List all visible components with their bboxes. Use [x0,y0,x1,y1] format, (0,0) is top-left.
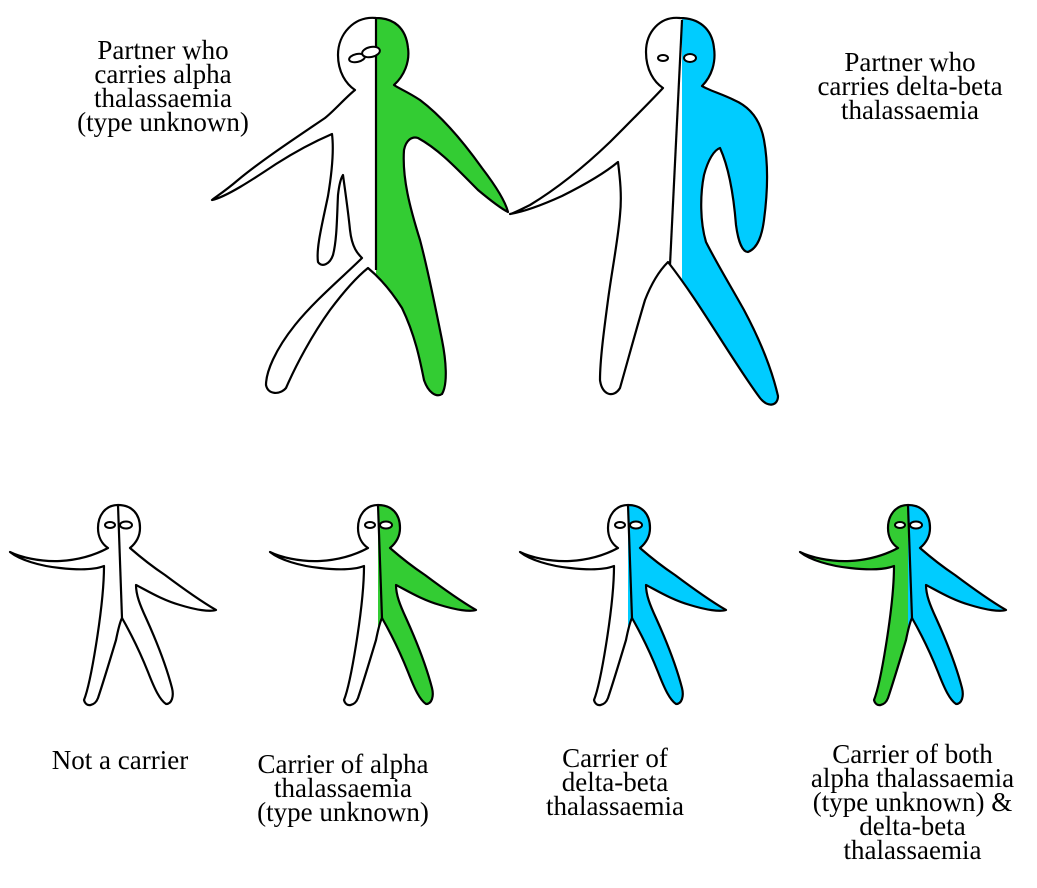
eye-icon [615,522,625,528]
eye-icon [658,55,668,61]
parent-delta-beta-figure [500,0,782,420]
child-figure-2 [260,490,498,720]
eye-icon [910,522,922,529]
eye-icon [120,522,132,529]
eye-icon [630,522,642,529]
child-figure-4 [790,490,1028,720]
eye-icon [365,522,375,528]
child-3-label: Carrier of delta-beta thalassaemia [505,746,725,818]
child-4-label: Carrier of both alpha thalassaemia (type… [790,742,1035,862]
child-1-label: Not a carrier [20,748,220,772]
eye-icon [105,522,115,528]
eye-icon [684,54,696,62]
parent-delta-beta-label: Partner who carries delta-beta thalassae… [790,50,1030,122]
parent-alpha-label: Partner who carries alpha thalassaemia (… [58,38,268,134]
child-figure-3 [510,490,748,720]
eye-icon [380,522,392,529]
eye-icon [895,522,905,528]
child-2-label: Carrier of alpha thalassaemia (type unkn… [228,752,458,824]
child-figure-1 [0,490,238,720]
